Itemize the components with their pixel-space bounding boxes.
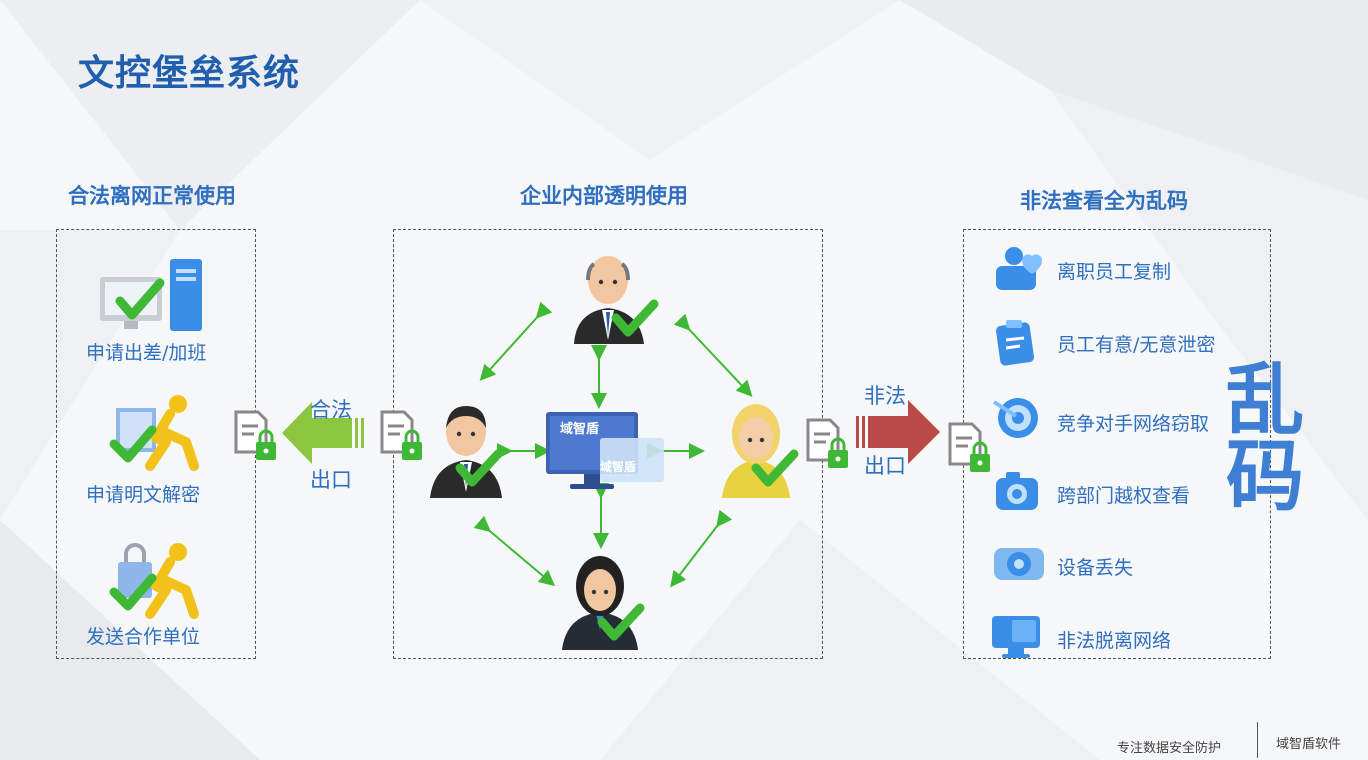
center-heading: 企业内部透明使用 [520, 184, 688, 208]
offline-monitor-icon [992, 616, 1040, 658]
camera-icon [996, 472, 1038, 510]
locked-document-icon [948, 422, 990, 472]
left-item-3: 发送合作单位 [86, 626, 201, 648]
right-item-5: 设备丢失 [1057, 557, 1134, 579]
garbled-text-char-2: 码 [1226, 432, 1305, 522]
illegal-exit-arrow [856, 400, 940, 464]
male-employee-avatar [430, 406, 503, 498]
right-heading: 非法查看全为乱码 [1020, 189, 1188, 213]
runner-lock-check-icon [109, 543, 199, 619]
runner-check-icon [109, 395, 199, 471]
connection-arrows [473, 301, 753, 588]
legal-arrow-bottom-label: 出口 [310, 468, 352, 492]
clipboard-icon [996, 320, 1034, 366]
page-title: 文控堡垒系统 [78, 53, 301, 94]
footer-divider [1257, 722, 1258, 758]
illegal-arrow-top-label: 非法 [864, 384, 906, 408]
employee-leave-icon [996, 247, 1042, 290]
monitor-brand-label-2: 域智盾 [600, 460, 637, 474]
illegal-arrow-bottom-label: 出口 [864, 454, 906, 478]
monitor-brand-label: 域智盾 [560, 422, 600, 437]
right-item-4: 跨部门越权查看 [1057, 485, 1191, 507]
garbled-text-char-1: 乱 [1226, 356, 1305, 446]
right-item-1: 离职员工复制 [1057, 261, 1172, 283]
locked-document-icon [234, 410, 276, 460]
left-item-1: 申请出差/加班 [86, 342, 207, 364]
computer-check-icon [100, 259, 202, 331]
legal-arrow-top-label: 合法 [310, 398, 352, 422]
left-item-2: 申请明文解密 [86, 484, 201, 506]
right-item-3: 竞争对手网络窃取 [1057, 413, 1210, 435]
monitor-icon [546, 412, 664, 489]
legal-exit-arrow [282, 402, 364, 464]
footer-slogan: 专注数据安全防护 [1117, 741, 1222, 756]
footer-brand: 域智盾软件 [1276, 737, 1342, 752]
locked-document-icon [806, 418, 848, 468]
dark-hair-employee-avatar [562, 556, 645, 650]
right-item-2: 员工有意/无意泄密 [1057, 334, 1216, 356]
left-heading: 合法离网正常使用 [68, 184, 236, 208]
bald-manager-avatar [574, 256, 659, 344]
right-item-6: 非法脱离网络 [1057, 630, 1172, 652]
target-icon [992, 398, 1038, 438]
locked-document-icon [380, 410, 422, 460]
female-employee-avatar [722, 404, 799, 498]
device-gear-icon [994, 548, 1044, 580]
